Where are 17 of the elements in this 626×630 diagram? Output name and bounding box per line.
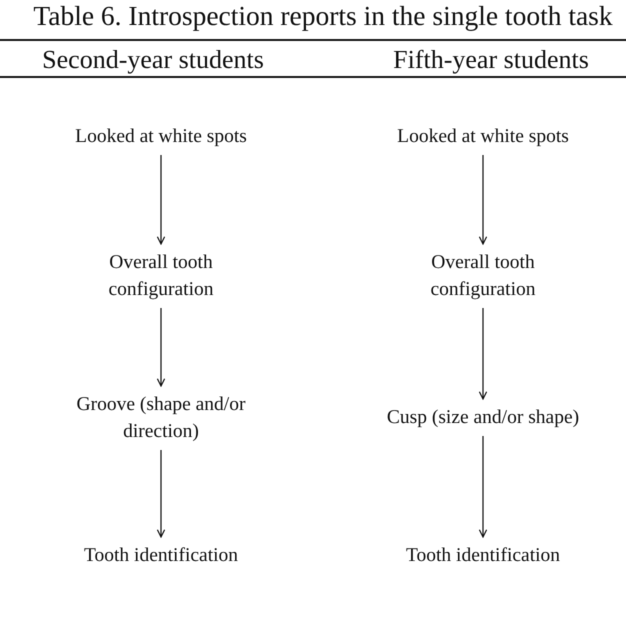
arrow xyxy=(478,155,488,245)
arrow xyxy=(156,155,166,245)
flow-step-text: Tooth identification xyxy=(84,542,238,569)
flow-step-text: Groove (shape and/or direction) xyxy=(61,391,261,445)
flow-step-text: Cusp (size and/or shape) xyxy=(386,404,580,431)
column-header: Fifth-year students xyxy=(393,45,589,75)
flow-step-text: Tooth identification xyxy=(406,542,560,569)
arrow xyxy=(478,436,488,538)
flow-step-text: Looked at white spots xyxy=(397,123,569,150)
arrow xyxy=(156,308,166,387)
flow-step-text: Overall tooth configuration xyxy=(92,249,230,303)
arrow xyxy=(478,308,488,400)
column-header: Second-year students xyxy=(42,45,264,75)
table-title: Table 6. Introspection reports in the single tooth task xyxy=(33,0,613,32)
arrow xyxy=(156,450,166,538)
flow-step-text: Overall tooth configuration xyxy=(414,249,552,303)
flow-step-text: Looked at white spots xyxy=(75,123,247,150)
